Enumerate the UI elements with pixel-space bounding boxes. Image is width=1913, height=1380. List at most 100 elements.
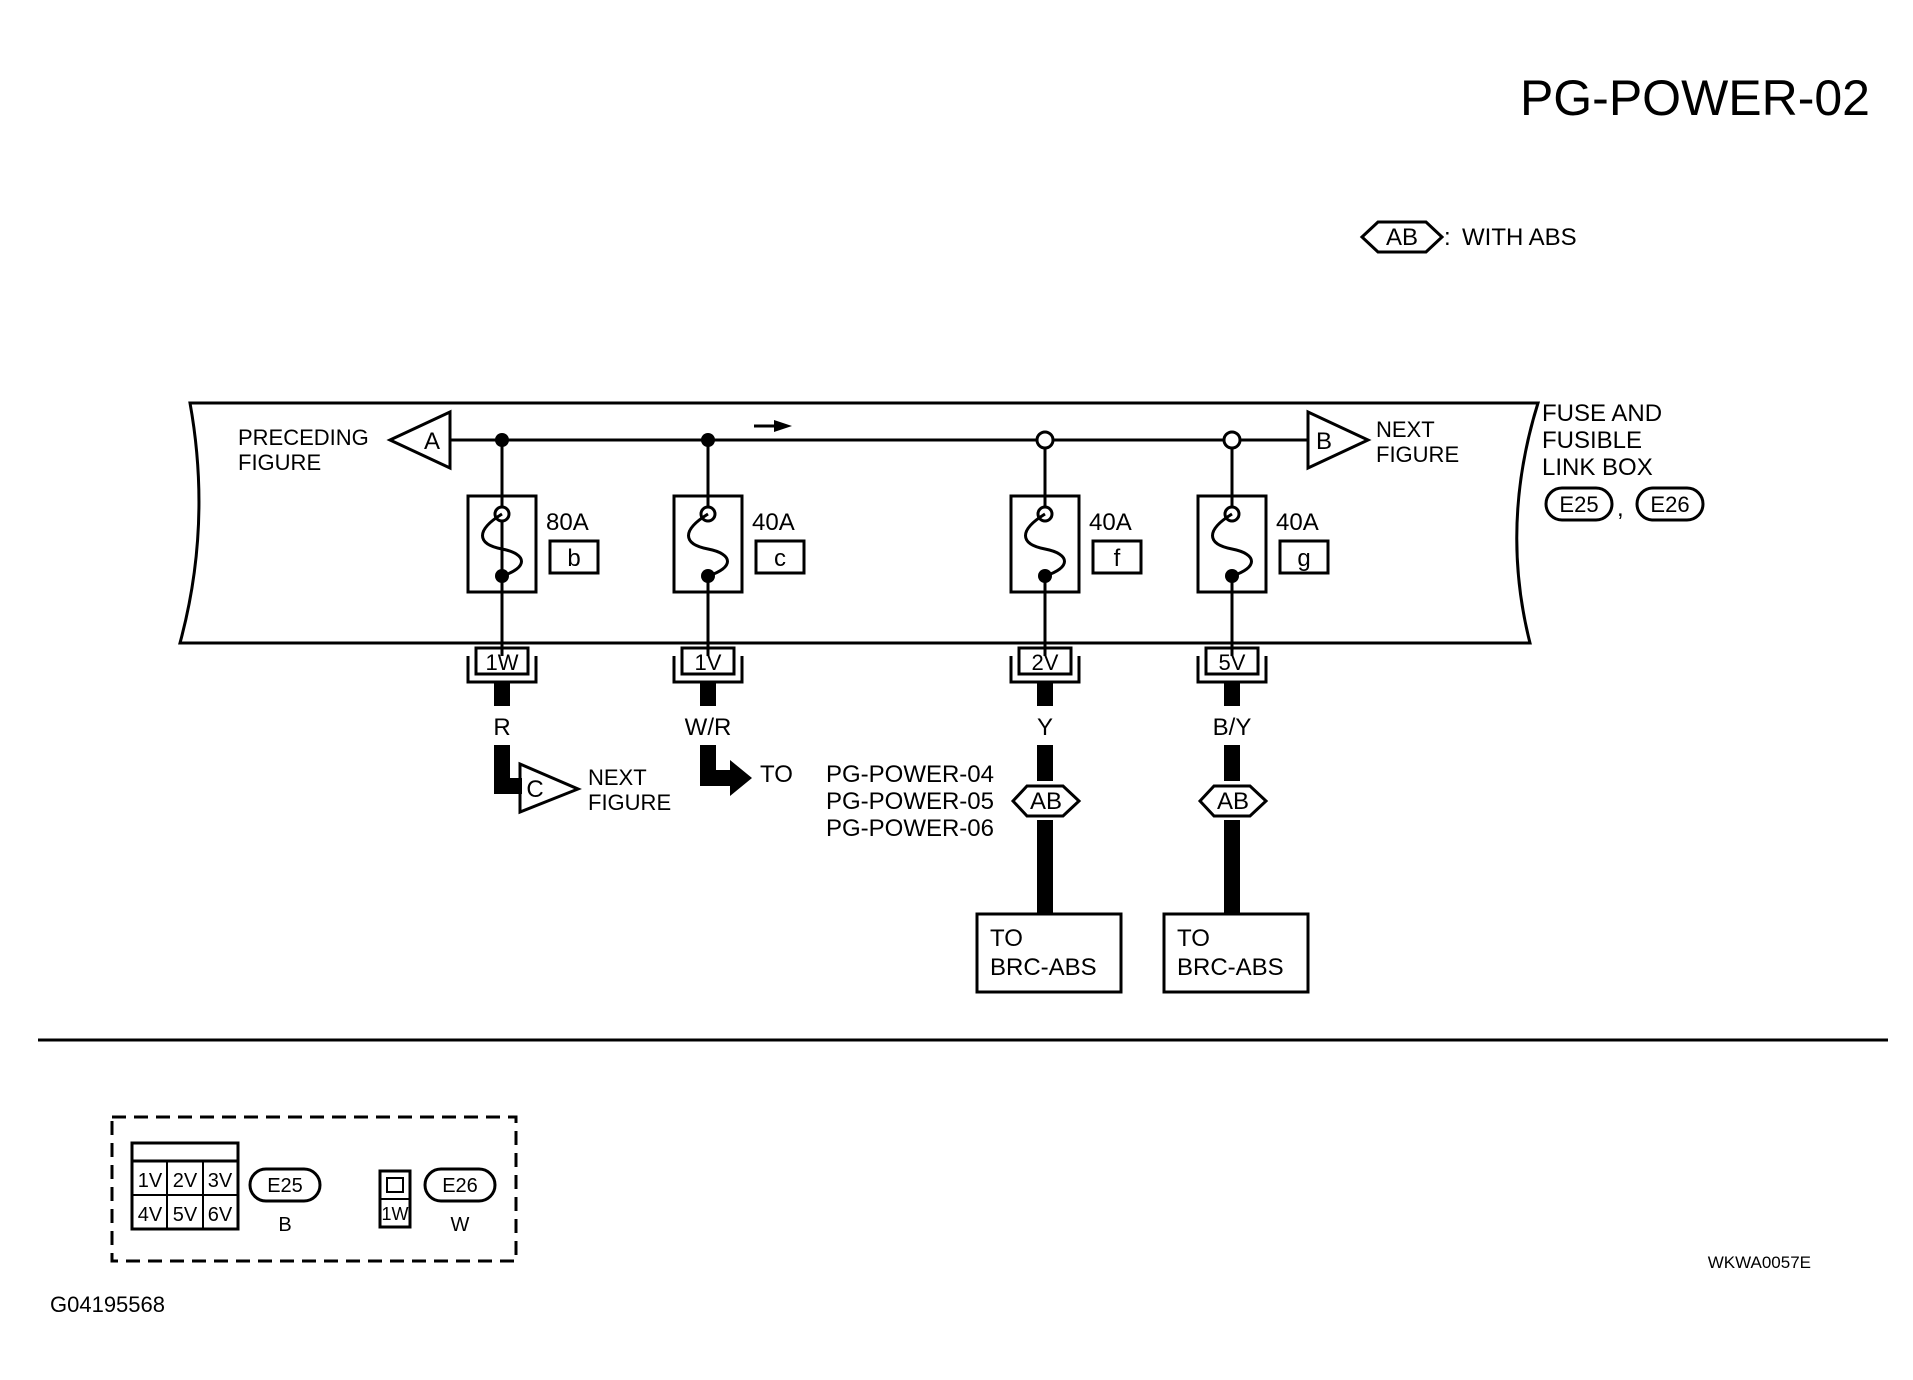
legend: AB : WITH ABS — [1359, 220, 1577, 254]
option-symbol-ab — [1197, 784, 1269, 818]
terminal-label: 2V — [1032, 650, 1059, 675]
r-next-line2: FIGURE — [588, 790, 671, 815]
fuse-element-icon — [687, 512, 729, 578]
connector-c-letter: C — [526, 776, 543, 803]
destination-line2: BRC-ABS — [990, 954, 1097, 981]
option-symbol-ab — [1010, 784, 1082, 818]
fuse-element-icon — [1024, 512, 1066, 578]
e25-pin: 2V — [173, 1170, 198, 1192]
connector-b-triangle — [1306, 409, 1372, 471]
fuse-b: 80A b — [466, 433, 600, 656]
legend-colon: : — [1444, 224, 1451, 251]
fuse-rating: 40A — [1089, 509, 1132, 536]
e26-latch — [386, 1177, 404, 1193]
fuse-id: c — [774, 545, 786, 572]
box-label-line3: LINK BOX — [1542, 454, 1653, 481]
wire-wr-output: TO PG-POWER-04 PG-POWER-05 PG-POWER-06 — [700, 745, 994, 842]
option-junction — [1222, 430, 1242, 450]
preceding-text-line1: PRECEDING — [238, 425, 369, 450]
fuse-rating: 40A — [1276, 509, 1319, 536]
terminal-2v: 2V — [1009, 646, 1081, 684]
connector-separator: , — [1617, 495, 1624, 522]
wr-ref-line1: PG-POWER-04 — [826, 761, 994, 788]
preceding-figure-connector: A PRECEDING FIGURE — [238, 409, 452, 475]
fuse-element-icon — [1211, 512, 1253, 578]
current-direction-arrow-icon — [754, 420, 792, 432]
fuse-element-icon — [481, 512, 523, 578]
option-symbol-text: AB — [1217, 788, 1249, 815]
e25-pin: 4V — [138, 1204, 163, 1226]
wr-ref-line2: PG-POWER-05 — [826, 788, 994, 815]
terminal-label: 1W — [486, 650, 519, 675]
e25-badge-text: E25 — [267, 1175, 303, 1197]
fuse-id-box — [548, 539, 600, 575]
terminal-1w: 1W — [466, 646, 538, 684]
option-junction — [1035, 430, 1055, 450]
e26-pin: 1W — [382, 1204, 409, 1224]
fuse-id-box — [754, 539, 806, 575]
wire-by-output: AB TO BRC-ABS — [1162, 745, 1310, 994]
fuse-rating: 40A — [752, 509, 795, 536]
terminal-label: 1V — [695, 650, 722, 675]
destination-box — [975, 912, 1123, 994]
terminal-5v: 5V — [1196, 646, 1268, 684]
terminal-label: 5V — [1219, 650, 1246, 675]
wr-ref-line3: PG-POWER-06 — [826, 815, 994, 842]
wire-r-output: C NEXT FIGURE — [494, 745, 671, 815]
wr-to-label: TO — [760, 761, 793, 788]
destination-line2: BRC-ABS — [1177, 954, 1284, 981]
terminal-1v: 1V — [672, 646, 744, 684]
wire-stub-y — [1037, 682, 1053, 706]
diagram-title: PG-POWER-02 — [1520, 70, 1870, 126]
e25-latch — [130, 1141, 240, 1163]
connector-badge-e25-text: E25 — [1559, 492, 1598, 517]
r-next-line1: NEXT — [588, 765, 647, 790]
e25-pin: 5V — [173, 1204, 198, 1226]
connector-a-triangle — [386, 409, 452, 471]
e26-badge — [423, 1167, 497, 1203]
option-symbol-text: AB — [1030, 788, 1062, 815]
fuse-f: 40A f — [1009, 430, 1143, 656]
fuse-id-box — [1091, 539, 1143, 575]
wire-stub-wr — [700, 682, 716, 706]
next-text-line1: NEXT — [1376, 417, 1435, 442]
option-symbol-ab — [1359, 220, 1445, 254]
connector-badge-e26-text: E26 — [1650, 492, 1689, 517]
wire-stub-by — [1224, 682, 1240, 706]
fuse-box-outline — [178, 401, 1541, 645]
wire-color-y: Y — [1037, 714, 1053, 741]
figure-code: WKWA0057E — [1708, 1253, 1811, 1272]
image-code: G04195568 — [50, 1292, 165, 1317]
preceding-text-line2: FIGURE — [238, 450, 321, 475]
wire-color-r: R — [493, 714, 510, 741]
fuse-c: 40A c — [672, 433, 806, 656]
next-figure-connector-b: B NEXT FIGURE — [1306, 409, 1459, 471]
box-label-line1: FUSE AND — [1542, 400, 1662, 427]
next-text-line2: FIGURE — [1376, 442, 1459, 467]
connector-badge-e25 — [1544, 486, 1614, 522]
connector-views: 1V 2V 3V 4V 5V 6V E25 B 1W E26 W — [110, 1115, 518, 1263]
e25-pin: 3V — [208, 1170, 233, 1192]
fuse-id-box — [1278, 539, 1330, 575]
wire-y-output: AB TO BRC-ABS — [975, 745, 1123, 994]
e26-color: W — [451, 1214, 470, 1236]
e25-pin: 6V — [208, 1204, 233, 1226]
fuse-id: g — [1297, 545, 1310, 572]
e25-color: B — [278, 1214, 291, 1236]
fuse-g: 40A g — [1196, 430, 1330, 656]
wire-color-wr: W/R — [685, 714, 732, 741]
connector-a-letter: A — [424, 428, 440, 455]
fuse-id: b — [567, 545, 580, 572]
e25-pin: 1V — [138, 1170, 163, 1192]
e26-badge-text: E26 — [442, 1175, 478, 1197]
e25-badge — [248, 1167, 322, 1203]
fuse-id: f — [1114, 545, 1121, 572]
connector-b-letter: B — [1316, 428, 1332, 455]
connector-c-triangle — [518, 761, 582, 815]
fuse-box-label: FUSE AND FUSIBLE LINK BOX E25 , E26 — [1542, 400, 1705, 522]
wire-color-by: B/Y — [1213, 714, 1252, 741]
legend-symbol-text: AB — [1386, 224, 1418, 251]
destination-line1: TO — [990, 925, 1023, 952]
box-label-line2: FUSIBLE — [1542, 427, 1642, 454]
